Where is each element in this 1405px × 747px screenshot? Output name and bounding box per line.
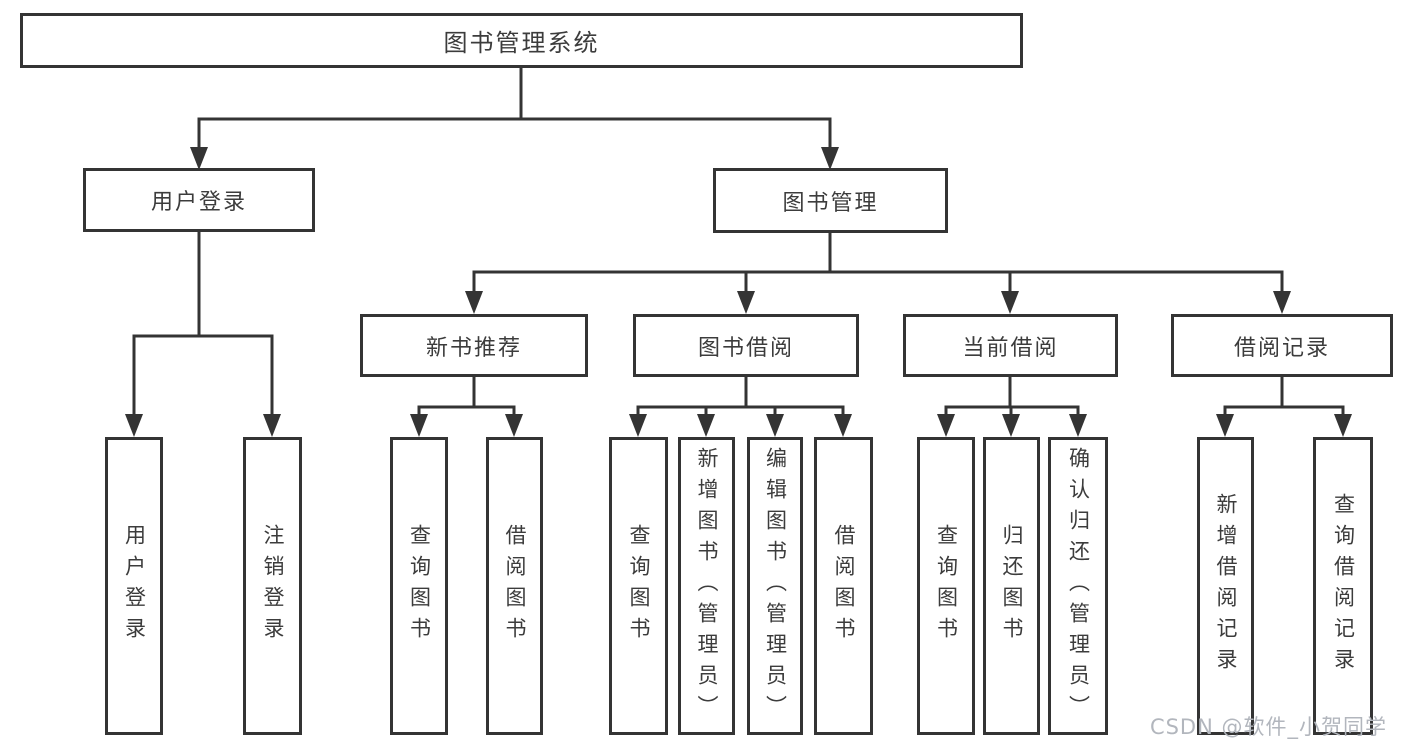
leaf-borrow-query-book-label: 查询图书 — [627, 524, 651, 648]
leaf-recommend-query-book-label: 查询图书 — [407, 524, 432, 648]
leaf-borrow-edit-book-admin-label: 编辑图书（管理员） — [763, 446, 788, 726]
node-new-book-recommend: 新书推荐 — [360, 314, 588, 377]
node-new-book-recommend-label: 新书推荐 — [425, 335, 522, 361]
leaf-borrow-borrow-book-label: 借阅图书 — [832, 524, 856, 648]
node-current-borrow-label: 当前借阅 — [962, 335, 1059, 361]
leaf-records-query-record: 查询借阅记录 — [1313, 437, 1373, 735]
leaf-borrow-edit-book-admin: 编辑图书（管理员） — [747, 437, 803, 735]
node-current-borrow: 当前借阅 — [903, 314, 1118, 377]
leaf-user-login: 用户登录 — [105, 437, 163, 735]
leaf-current-query-book: 查询图书 — [917, 437, 975, 735]
leaf-recommend-borrow-book: 借阅图书 — [486, 437, 543, 735]
node-book-management: 图书管理 — [713, 168, 948, 233]
leaf-logout-label: 注销登录 — [261, 524, 285, 648]
leaf-borrow-add-book-admin-label: 新增图书（管理员） — [695, 446, 719, 726]
csdn-watermark: CSDN @软件_小贺同学 — [1149, 715, 1387, 739]
leaf-borrow-query-book: 查询图书 — [609, 437, 668, 735]
leaf-current-confirm-return-admin-label: 确认归还（管理员） — [1066, 446, 1091, 726]
node-book-borrow-label: 图书借阅 — [697, 335, 794, 361]
node-root-system: 图书管理系统 — [20, 13, 1023, 68]
node-user-login: 用户登录 — [83, 168, 315, 232]
leaf-recommend-query-book: 查询图书 — [390, 437, 448, 735]
node-book-borrow: 图书借阅 — [633, 314, 859, 377]
leaf-user-login-label: 用户登录 — [122, 524, 147, 648]
leaf-borrow-borrow-book: 借阅图书 — [814, 437, 873, 735]
node-root-label: 图书管理系统 — [443, 29, 600, 57]
leaf-records-add-record-label: 新增借阅记录 — [1214, 493, 1238, 679]
leaf-records-query-record-label: 查询借阅记录 — [1331, 493, 1356, 679]
leaf-current-return-book-label: 归还图书 — [1000, 524, 1024, 648]
leaf-records-add-record: 新增借阅记录 — [1197, 437, 1254, 735]
node-borrow-records-label: 借阅记录 — [1233, 335, 1330, 361]
leaf-recommend-borrow-book-label: 借阅图书 — [503, 524, 527, 648]
leaf-current-confirm-return-admin: 确认归还（管理员） — [1048, 437, 1108, 735]
leaf-current-return-book: 归还图书 — [983, 437, 1040, 735]
node-borrow-records: 借阅记录 — [1171, 314, 1393, 377]
leaf-borrow-add-book-admin: 新增图书（管理员） — [678, 437, 735, 735]
node-user-login-label: 用户登录 — [150, 190, 247, 215]
leaf-logout: 注销登录 — [243, 437, 302, 735]
node-book-management-label: 图书管理 — [782, 190, 879, 216]
leaf-current-query-book-label: 查询图书 — [934, 524, 959, 648]
